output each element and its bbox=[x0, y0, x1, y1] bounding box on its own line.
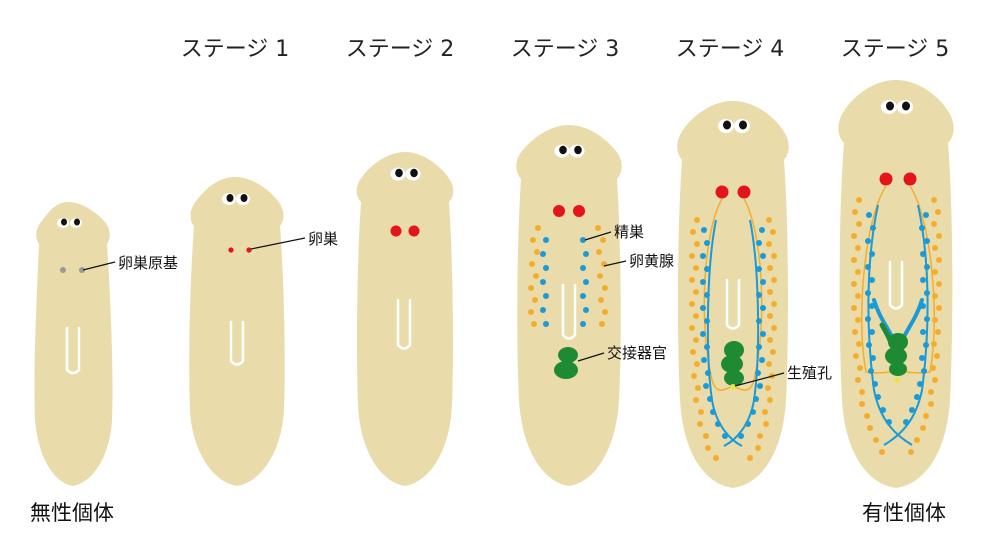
worm-asexual: 卵巣原基 bbox=[34, 202, 178, 486]
sperm-duct bbox=[706, 219, 743, 447]
copulatory-organ bbox=[721, 341, 744, 386]
genital-pore bbox=[730, 384, 736, 390]
worm-stage-5 bbox=[838, 80, 954, 488]
worm-body bbox=[677, 101, 789, 488]
eyes bbox=[554, 144, 585, 158]
oviduct bbox=[860, 185, 899, 374]
pharynx bbox=[396, 298, 412, 350]
pharynx bbox=[561, 283, 577, 340]
eyes bbox=[718, 119, 750, 133]
yolk-gland-label: 卵黄腺 bbox=[629, 252, 674, 270]
yolk-glands bbox=[851, 197, 942, 455]
genital-pore-label: 生殖孔 bbox=[787, 364, 832, 382]
ovary bbox=[879, 172, 893, 186]
ovary bbox=[246, 247, 252, 253]
ovary bbox=[737, 185, 751, 199]
ovary bbox=[228, 247, 234, 253]
callout-line bbox=[250, 237, 306, 250]
pharynx bbox=[888, 260, 904, 310]
ovary-primordium bbox=[60, 267, 66, 273]
oviduct bbox=[732, 198, 763, 391]
worm-body bbox=[838, 80, 954, 488]
pharynx bbox=[65, 326, 81, 375]
callout-line bbox=[734, 372, 785, 387]
stage-2-title: ステージ 2 bbox=[346, 37, 455, 62]
worm-stage-2 bbox=[356, 152, 454, 486]
testes bbox=[540, 237, 589, 327]
copulatory-organ bbox=[879, 322, 908, 376]
callout-line bbox=[577, 352, 605, 362]
ovary bbox=[553, 205, 565, 217]
testes bbox=[865, 212, 930, 425]
worm-body bbox=[516, 125, 622, 486]
ovary bbox=[390, 225, 402, 237]
copulatory-organ bbox=[554, 347, 578, 379]
yolk-glands bbox=[528, 225, 608, 327]
copulatory-organ-label: 交接器官 bbox=[607, 344, 667, 362]
worm-body bbox=[34, 202, 113, 486]
worm-stage-3: 精巣 卵黄腺 交接器官 bbox=[516, 125, 674, 486]
callout-line bbox=[603, 260, 627, 267]
worm-stage-4: 生殖孔 bbox=[677, 101, 832, 488]
testes bbox=[700, 227, 766, 439]
sexual-label: 有性個体 bbox=[862, 501, 946, 525]
worm-body bbox=[356, 152, 454, 486]
ovary bbox=[715, 185, 729, 199]
ovary bbox=[573, 205, 585, 217]
ovary-primordium bbox=[79, 267, 85, 273]
pharynx bbox=[725, 278, 741, 330]
ovary-label: 卵巣 bbox=[308, 230, 338, 248]
stage-5-title: ステージ 5 bbox=[841, 37, 950, 62]
callout-line bbox=[584, 231, 612, 241]
oviduct bbox=[897, 185, 936, 374]
stage-3-title: ステージ 3 bbox=[511, 37, 620, 62]
eyes bbox=[222, 193, 250, 205]
genital-pore bbox=[894, 377, 900, 383]
ovary bbox=[408, 225, 420, 237]
worm-stage-1: 卵巣 bbox=[189, 177, 338, 486]
asexual-label: 無性個体 bbox=[30, 501, 114, 525]
stage-4-title: ステージ 4 bbox=[676, 37, 785, 62]
eyes bbox=[57, 218, 82, 228]
ovary-primordium-label: 卵巣原基 bbox=[118, 254, 178, 272]
stage-1-title: ステージ 1 bbox=[181, 37, 290, 62]
callout-line bbox=[82, 261, 116, 271]
eyes bbox=[881, 100, 913, 114]
worm-body bbox=[189, 177, 285, 486]
eyes bbox=[390, 167, 421, 181]
ovary bbox=[903, 172, 917, 186]
pharynx bbox=[229, 320, 245, 366]
yolk-glands bbox=[689, 217, 777, 461]
oviduct bbox=[703, 198, 734, 391]
testis-label: 精巣 bbox=[614, 223, 644, 241]
